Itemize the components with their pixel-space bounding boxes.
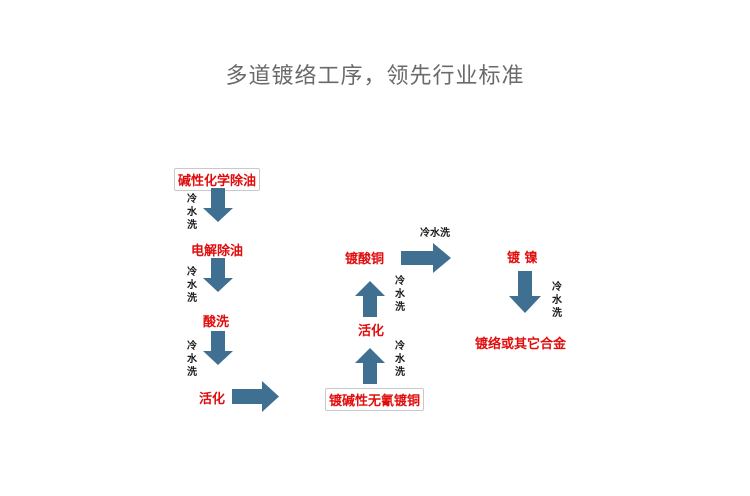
step-acid-copper: 镀酸铜	[345, 252, 385, 267]
rinse-label: 冷水洗	[395, 276, 405, 313]
step-activation-1: 活化	[199, 392, 226, 407]
down-arrow-icon	[509, 271, 541, 313]
up-arrow-icon	[355, 348, 385, 384]
right-arrow-icon	[401, 243, 451, 273]
right-arrow-icon	[232, 381, 279, 412]
down-arrow-icon	[203, 188, 233, 222]
step-electrolytic-degreasing: 电解除油	[191, 244, 244, 259]
step-nickel: 镀 镍	[507, 251, 538, 266]
down-arrow-icon	[203, 331, 233, 365]
rinse-label: 冷水洗	[552, 282, 562, 319]
up-arrow-icon	[355, 281, 385, 317]
rinse-label: 冷水洗	[187, 267, 197, 304]
step-activation-2: 活化	[358, 324, 385, 339]
down-arrow-icon	[203, 258, 233, 292]
step-pickling: 酸洗	[203, 315, 230, 330]
step-alkaline-cyanide-free-copper: 镀碱性无氰镀铜	[325, 388, 425, 411]
rinse-label: 冷水洗	[187, 194, 197, 231]
rinse-label: 冷水洗	[420, 228, 450, 239]
rinse-label: 冷水洗	[395, 341, 405, 378]
page-title: 多道镀络工序，领先行业标准	[225, 64, 525, 89]
rinse-label: 冷水洗	[187, 341, 197, 378]
step-chrome-or-alloy: 镀络或其它合金	[475, 337, 567, 352]
